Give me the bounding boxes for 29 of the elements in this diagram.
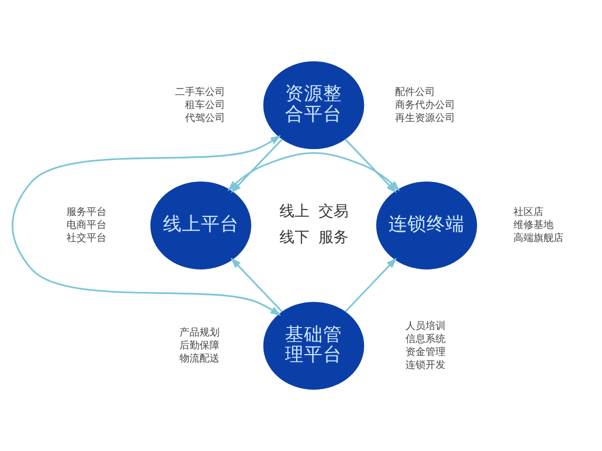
- label: 线下: [279, 228, 310, 246]
- node-ellipse: 基础管理平台: [263, 302, 364, 390]
- label: 交易: [318, 203, 348, 220]
- node-label: 电商平台: [66, 220, 107, 232]
- node-label: 二手车公司: [174, 86, 225, 98]
- node-ellipse: 资源整合平台: [263, 61, 364, 150]
- node-label: 配件公司: [395, 86, 436, 98]
- label: 服务: [318, 228, 348, 246]
- node-label: 产品规划: [180, 327, 220, 338]
- node-label: 社区店: [514, 207, 544, 218]
- node-label: 高端旗舰店: [514, 233, 564, 244]
- arrow: [344, 258, 397, 312]
- node-label: 物流配送: [180, 353, 220, 364]
- node-label: 社交平台: [66, 233, 107, 244]
- node-label: 代驾公司: [185, 112, 226, 124]
- node-label: 商务代办公司: [395, 100, 456, 111]
- node-label: 资金管理: [405, 346, 446, 358]
- node-label: 维修基地: [514, 220, 554, 232]
- node-label: 后勤保障: [180, 340, 220, 352]
- node-label: 再生资源公司: [395, 112, 456, 124]
- arrow: [227, 152, 400, 192]
- label: 线上: [279, 203, 310, 220]
- arrow: [230, 258, 283, 312]
- node-label: 服务平台: [66, 207, 107, 218]
- node-label: 信息系统: [405, 334, 446, 345]
- node-label: 连锁开发: [405, 360, 446, 371]
- arrow: [12, 135, 282, 316]
- node-label: 租车公司: [185, 100, 226, 111]
- node-label: 人员培训: [405, 320, 446, 332]
